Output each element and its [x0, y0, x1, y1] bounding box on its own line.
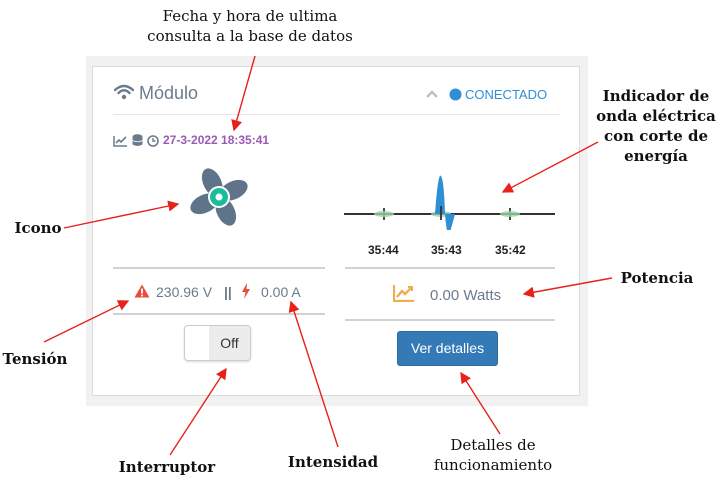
wave-marker — [500, 208, 520, 220]
left-divider-top — [113, 267, 325, 269]
wave-marker — [431, 175, 455, 230]
right-divider-top — [345, 267, 555, 269]
wave-time-label: 35:43 — [431, 243, 462, 257]
header-divider — [113, 114, 560, 115]
power-chart-icon — [393, 285, 414, 302]
annotation-voltage: Tensión — [2, 350, 68, 368]
chevron-up-icon[interactable] — [425, 89, 439, 99]
right-divider-bottom — [345, 319, 555, 321]
wifi-icon — [114, 84, 134, 100]
annotation-current: Intensidad — [287, 453, 379, 471]
power-switch[interactable]: Off — [184, 325, 251, 361]
chart-line-icon — [113, 136, 127, 147]
annotation-icon: Icono — [14, 219, 62, 237]
power-value: 0.00 Watts — [430, 287, 502, 304]
bolt-icon — [242, 283, 250, 299]
readout-separator: || — [224, 284, 232, 300]
annotation-power: Potencia — [620, 269, 694, 287]
details-button[interactable]: Ver detalles — [397, 331, 498, 366]
wave-time-label: 35:42 — [495, 243, 526, 257]
current-value: 0.00 A — [261, 284, 301, 300]
annotation-wave-indicator: Indicador de onda eléctrica con corte de… — [596, 87, 716, 165]
module-card — [92, 66, 580, 396]
fan-icon — [190, 168, 248, 226]
database-icon — [132, 134, 143, 146]
last-query-timestamp: 27-3-2022 18:35:41 — [163, 133, 270, 147]
clock-icon — [147, 135, 159, 147]
card-title: Módulo — [139, 83, 199, 103]
annotation-switch: Interruptor — [118, 458, 216, 476]
annotation-last-query: Fecha y hora de ultima consulta a la bas… — [147, 7, 353, 45]
connection-status: CONECTADO — [465, 87, 548, 102]
voltage-value: 230.96 V — [156, 284, 213, 300]
wave-marker — [374, 208, 394, 220]
left-divider-bottom — [113, 313, 325, 315]
warning-icon — [134, 284, 150, 298]
wave-time-label: 35:44 — [368, 243, 399, 257]
annotation-operation-details: Detalles de funcionamiento — [433, 436, 553, 474]
status-dot-icon — [449, 88, 462, 101]
switch-label: Off — [209, 326, 250, 360]
wave-indicator — [344, 175, 555, 230]
